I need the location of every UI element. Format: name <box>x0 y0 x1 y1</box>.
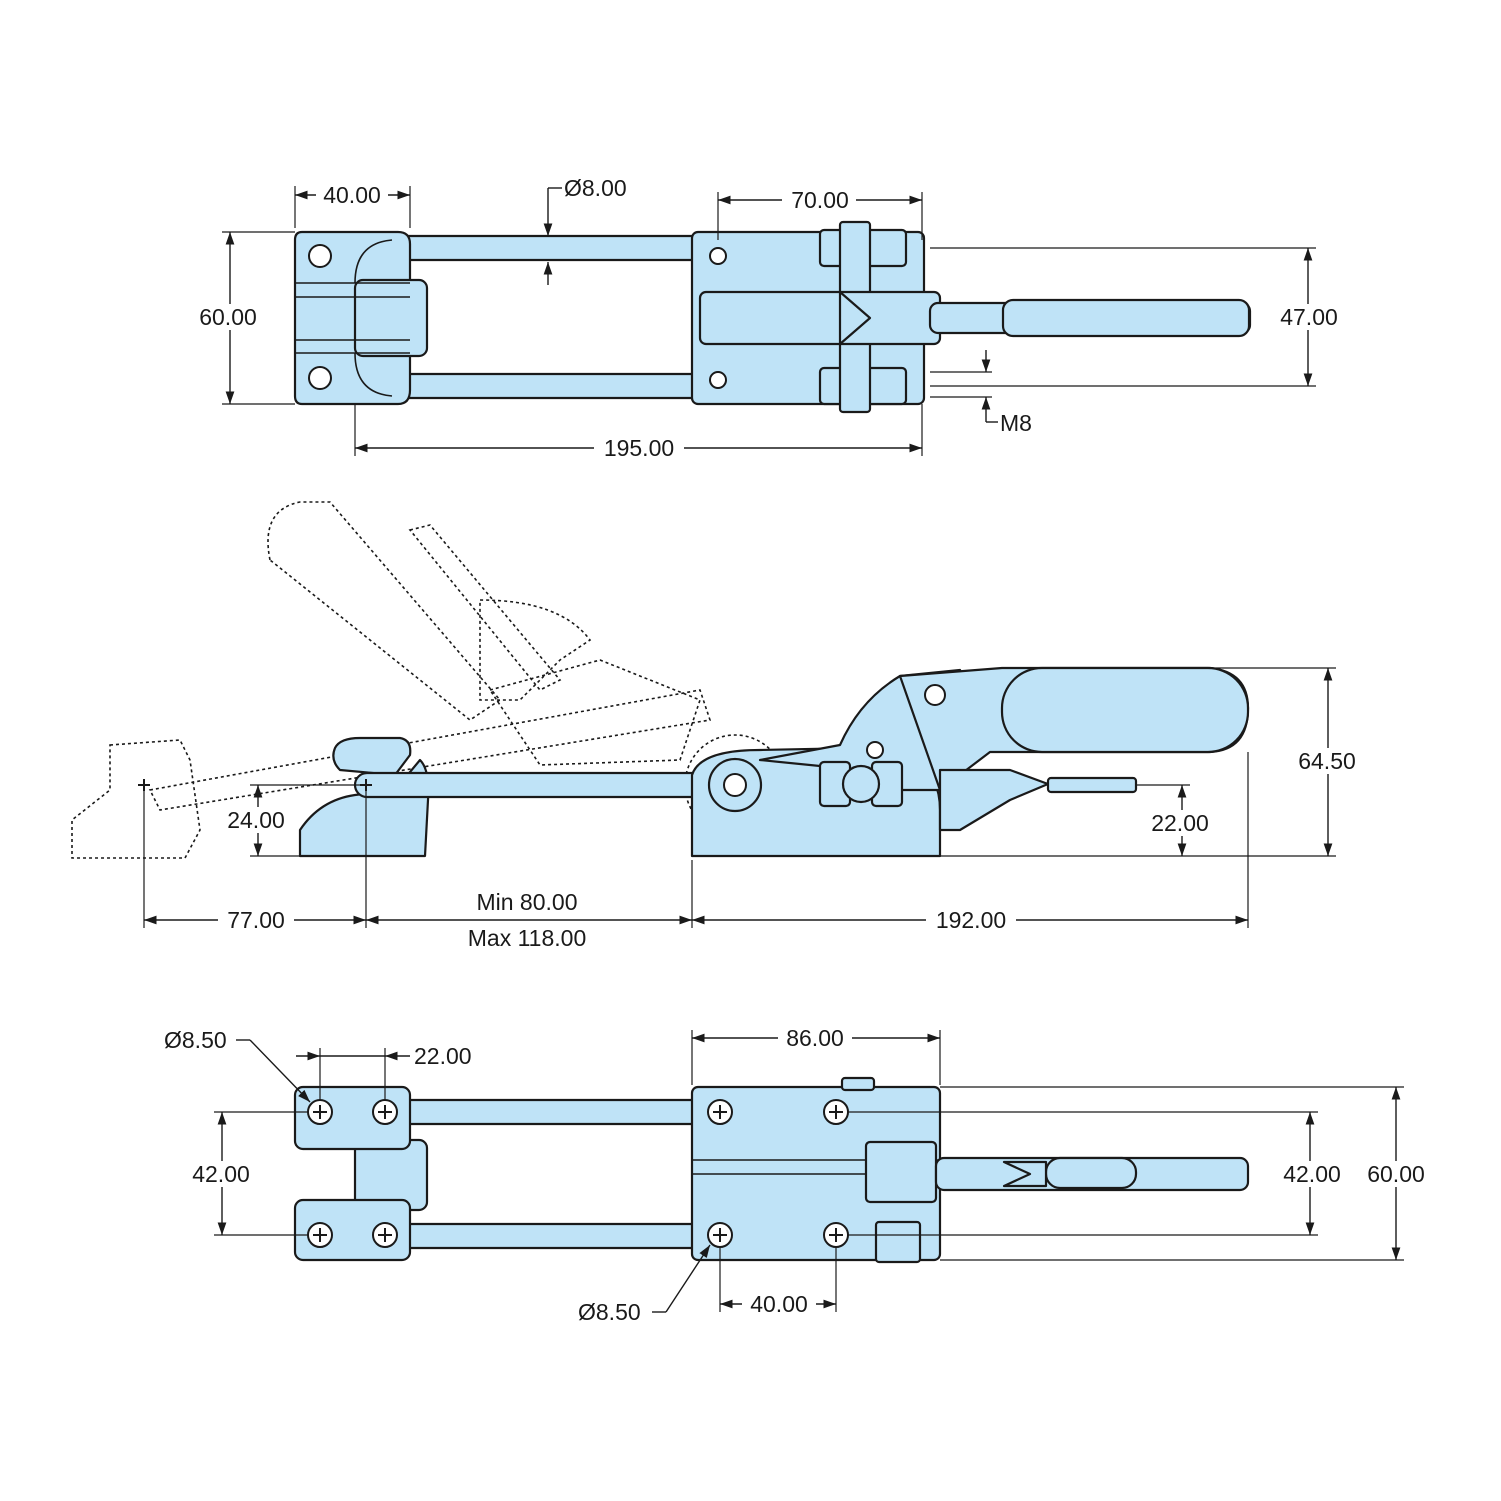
dim-m8-label: M8 <box>1000 410 1032 436</box>
dim-min-label: Min 80.00 <box>476 889 577 915</box>
catch-hook <box>353 278 429 358</box>
dim-195-label: 195.00 <box>604 435 674 461</box>
bottom-view: Ø8.50 22.00 86.00 42.00 42.00 60.00 <box>164 1025 1434 1325</box>
dim-60-top-label: 60.00 <box>199 304 257 330</box>
dim-dia8-5-top-label: Ø8.50 <box>164 1027 227 1053</box>
dim-60-bottom-label: 60.00 <box>1367 1161 1425 1187</box>
grip-bottom <box>1044 1156 1138 1190</box>
dim-42-right-label: 42.00 <box>1283 1161 1341 1187</box>
latch-side <box>938 768 1050 832</box>
nut-bottom <box>874 1220 922 1264</box>
pivot-upper <box>924 684 946 706</box>
ghost-hook <box>71 739 201 859</box>
dim-64-5-label: 64.50 <box>1298 748 1356 774</box>
lower-rod-bottom <box>403 1222 699 1250</box>
ghost-handle <box>267 501 502 721</box>
dim-40-bottom-label: 40.00 <box>750 1291 808 1317</box>
dim-47-label: 47.00 <box>1280 304 1338 330</box>
mount-hole <box>308 244 332 268</box>
dim-dia8-5-bottom-label: Ø8.50 <box>578 1299 641 1325</box>
handle-grip <box>1001 298 1251 338</box>
dim-42-left-label: 42.00 <box>192 1161 250 1187</box>
latch-housing <box>864 1140 938 1204</box>
dim-22-side-label: 22.00 <box>1151 810 1209 836</box>
catch-tip <box>332 736 412 777</box>
side-view: 64.50 24.00 22.00 77.00 Min 80.00 Max 11… <box>71 501 1368 952</box>
upper-rod <box>388 234 722 262</box>
dim-86-label: 86.00 <box>786 1025 844 1051</box>
dim-dia8-label: Ø8.00 <box>564 175 627 201</box>
grip-side <box>1000 666 1250 754</box>
latch-tip <box>838 290 872 346</box>
dim-40-label: 40.00 <box>323 182 381 208</box>
linkage <box>698 290 942 346</box>
dim-22-bottom-label: 22.00 <box>414 1043 472 1069</box>
dim-max-label: Max 118.00 <box>468 925 586 951</box>
mount-hole <box>308 366 332 390</box>
top-view: 40.00 Ø8.00 70.00 60.00 47.00 M8 <box>190 175 1348 461</box>
dim-24-label: 24.00 <box>227 807 285 833</box>
latch-pin <box>1046 776 1138 794</box>
lower-rod <box>388 372 722 400</box>
upper-rod-bottom <box>403 1098 699 1126</box>
catch-block <box>293 230 412 406</box>
dim-70-label: 70.00 <box>791 187 849 213</box>
dim-77-label: 77.00 <box>227 907 285 933</box>
dim-192-label: 192.00 <box>936 907 1006 933</box>
